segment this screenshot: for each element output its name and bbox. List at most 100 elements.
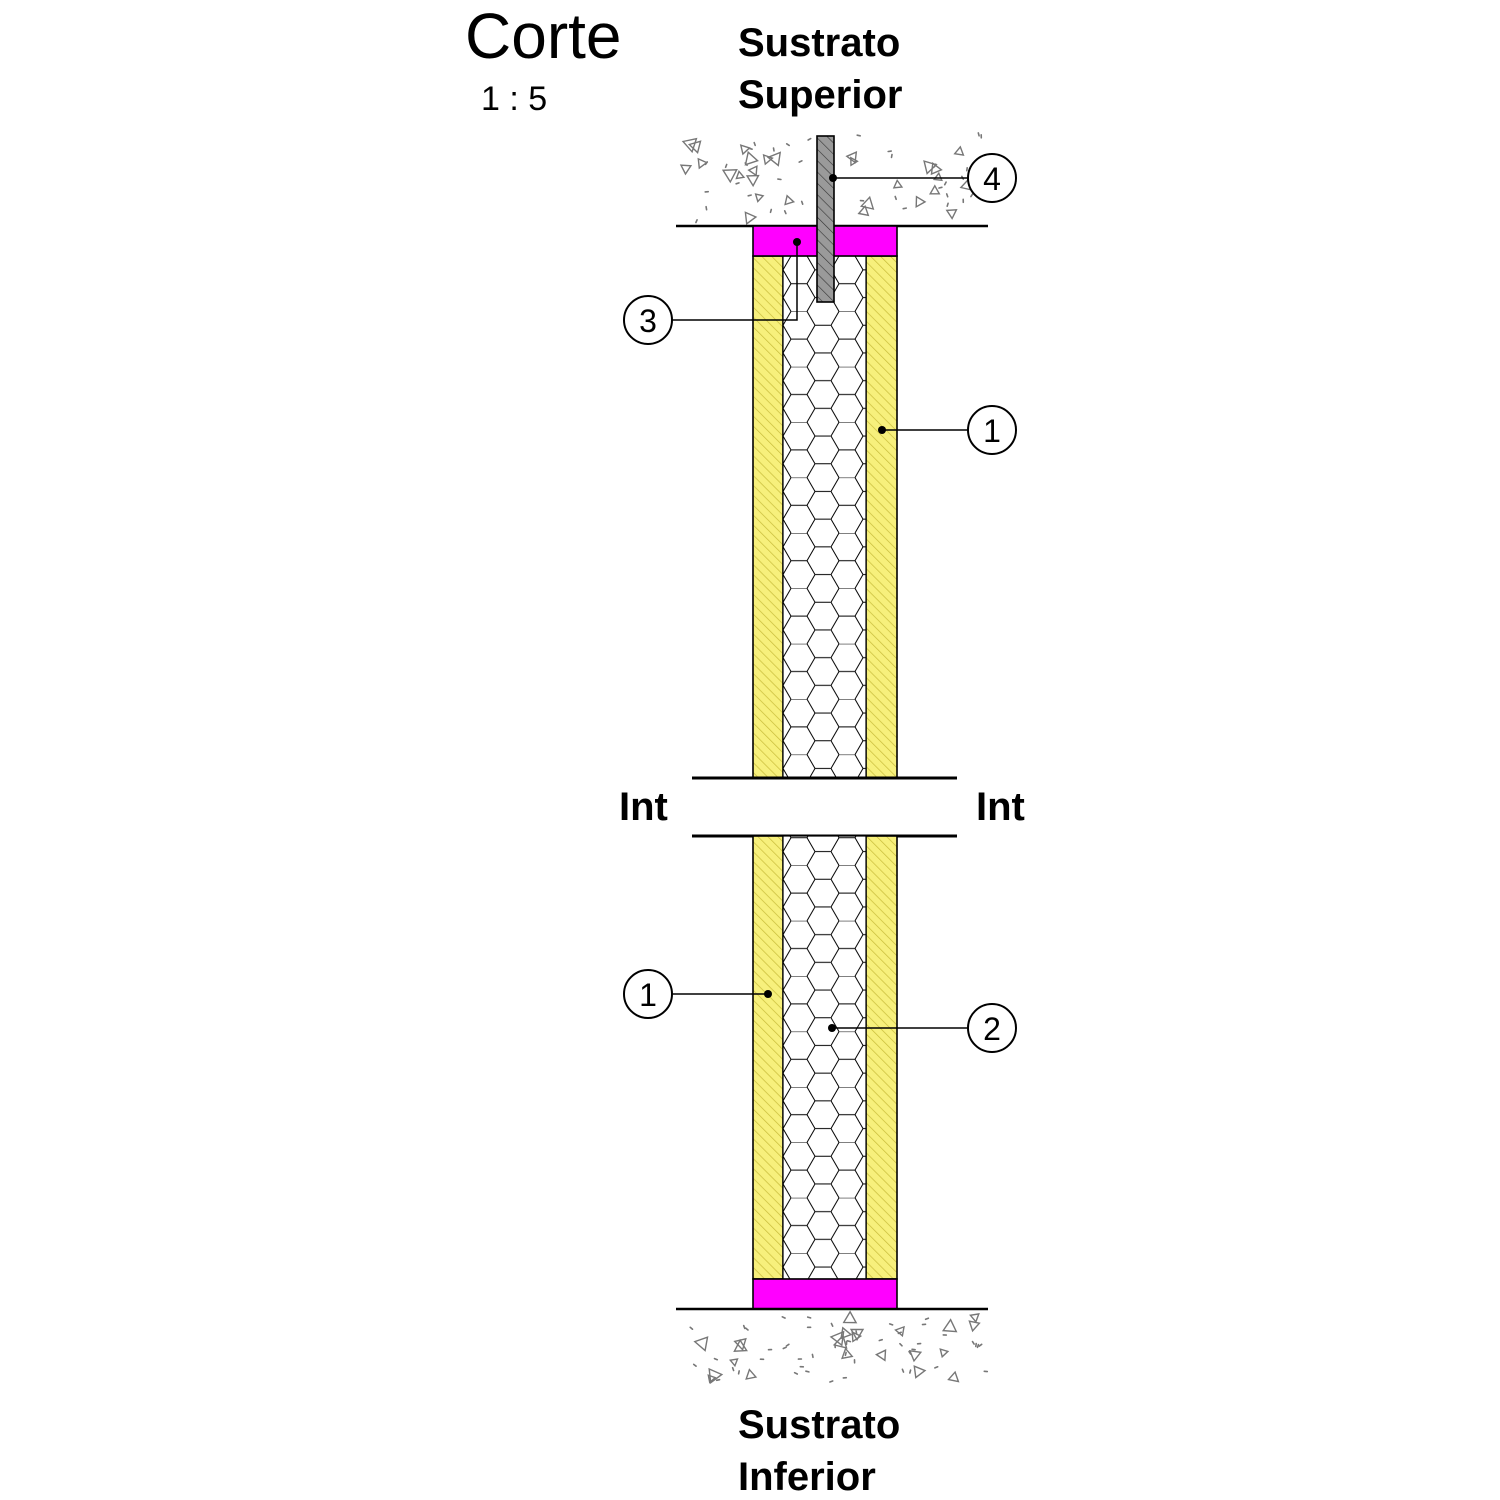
aggregate-mark <box>747 194 752 197</box>
bottom-sealant-strip <box>752 1278 898 1310</box>
aggregate-mark <box>976 1343 980 1349</box>
aggregate-mark <box>704 161 709 166</box>
right-board-upper <box>865 255 898 779</box>
aggregate-mark <box>733 1338 748 1352</box>
aggregate-mark <box>945 193 949 198</box>
aggregate-mark <box>679 164 693 176</box>
aggregate-mark <box>856 134 862 137</box>
aggregate-mark <box>977 132 980 137</box>
aggregate-mark <box>782 1346 787 1350</box>
aggregate-mark <box>945 209 958 220</box>
aggregate-mark <box>754 193 765 203</box>
aggregate-mark <box>829 1330 845 1347</box>
aggregate-mark <box>783 210 787 215</box>
aggregate-mark <box>915 195 927 209</box>
aggregate-mark <box>874 1349 887 1362</box>
left-board-lower <box>752 835 784 1280</box>
aggregate-mark <box>708 1367 724 1384</box>
bottom-substrate-label-line2: Inferior <box>738 1455 876 1499</box>
aggregate-mark <box>908 1350 912 1355</box>
aggregate-mark <box>841 1347 854 1360</box>
aggregate-mark <box>772 147 775 152</box>
left-board-upper <box>752 255 784 779</box>
aggregate-mark <box>850 156 859 167</box>
callout-4: 4 <box>829 153 1017 203</box>
anchor-rod <box>816 135 835 303</box>
aggregate-mark <box>753 141 757 147</box>
aggregate-mark <box>785 1343 790 1347</box>
aggregate-mark <box>713 1357 719 1361</box>
aggregate-mark <box>970 193 974 198</box>
callout-2: 2 <box>828 1003 1017 1053</box>
aggregate-mark <box>805 1370 810 1373</box>
aggregate-mark <box>923 160 938 175</box>
aggregate-mark <box>692 1363 697 1367</box>
callout-1-right-number: 1 <box>983 413 1001 449</box>
aggregate-mark <box>932 171 943 182</box>
callout-2-number: 2 <box>983 1011 1001 1047</box>
aggregate-mark <box>899 1342 903 1347</box>
aggregate-mark <box>811 1353 814 1359</box>
aggregate-mark <box>846 1340 852 1343</box>
aggregate-mark <box>971 1340 975 1345</box>
aggregate-mark <box>849 1328 865 1342</box>
aggregate-mark <box>830 1322 834 1327</box>
top-substrate-label-line1: Sustrato <box>738 21 900 65</box>
aggregate-mark <box>941 1318 958 1333</box>
drawing-scale: 1 : 5 <box>481 80 547 118</box>
callout-1-right: 1 <box>878 405 1017 455</box>
aggregate-mark <box>943 181 947 186</box>
aggregate-mark <box>769 208 773 214</box>
bottom-substrate-label-line1: Sustrato <box>738 1403 900 1447</box>
aggregate-mark <box>902 207 908 210</box>
aggregate-mark <box>793 1371 799 1375</box>
aggregate-mark <box>978 1343 983 1347</box>
aggregate-mark <box>705 205 708 211</box>
aggregate-mark <box>857 204 870 217</box>
aggregate-mark <box>953 145 965 156</box>
aggregate-mark <box>901 1368 905 1373</box>
aggregate-mark <box>739 144 751 156</box>
aggregate-mark <box>806 1316 812 1319</box>
aggregate-mark <box>892 178 904 189</box>
honeycomb-core-upper <box>782 255 867 779</box>
aggregate-mark <box>744 150 759 166</box>
break-label-right: Int <box>976 785 1025 829</box>
aggregate-mark <box>745 174 760 188</box>
aggregate-mark <box>894 1325 905 1338</box>
aggregate-mark <box>689 1326 694 1330</box>
aggregate-mark <box>946 202 949 207</box>
aggregate-mark <box>878 1338 884 1342</box>
aggregate-mark <box>744 1327 749 1331</box>
aggregate-mark <box>744 211 758 226</box>
aggregate-mark <box>844 1351 847 1357</box>
right-board-lower <box>865 835 898 1280</box>
aggregate-mark <box>766 151 782 167</box>
aggregate-mark <box>737 1370 741 1375</box>
aggregate-mark <box>687 140 702 154</box>
aggregate-mark <box>928 184 941 195</box>
callout-1-left-bubble <box>623 969 673 1019</box>
callout-3: 3 <box>623 238 801 345</box>
aggregate-mark <box>968 1320 981 1333</box>
aggregate-mark <box>800 200 804 205</box>
aggregate-mark <box>890 153 893 159</box>
callout-4-number: 4 <box>983 161 1001 197</box>
aggregate-mark <box>888 1323 894 1326</box>
callout-1-left: 1 <box>623 969 772 1019</box>
aggregate-mark <box>908 1349 923 1363</box>
aggregate-mark <box>829 1380 834 1383</box>
aggregate-mark <box>735 170 746 180</box>
aggregate-mark <box>785 143 791 147</box>
callout-2-bubble <box>967 1003 1017 1053</box>
aggregate-mark <box>781 1316 786 1319</box>
aggregate-mark <box>832 1334 848 1349</box>
aggregate-mark <box>745 1368 758 1380</box>
aggregate-mark <box>762 153 774 166</box>
aggregate-mark <box>894 195 898 201</box>
callout-3-bubble <box>623 295 673 345</box>
aggregate-mark <box>721 169 738 184</box>
aggregate-mark <box>735 182 740 185</box>
aggregate-mark <box>939 1348 950 1359</box>
aggregate-mark <box>924 1317 930 1321</box>
